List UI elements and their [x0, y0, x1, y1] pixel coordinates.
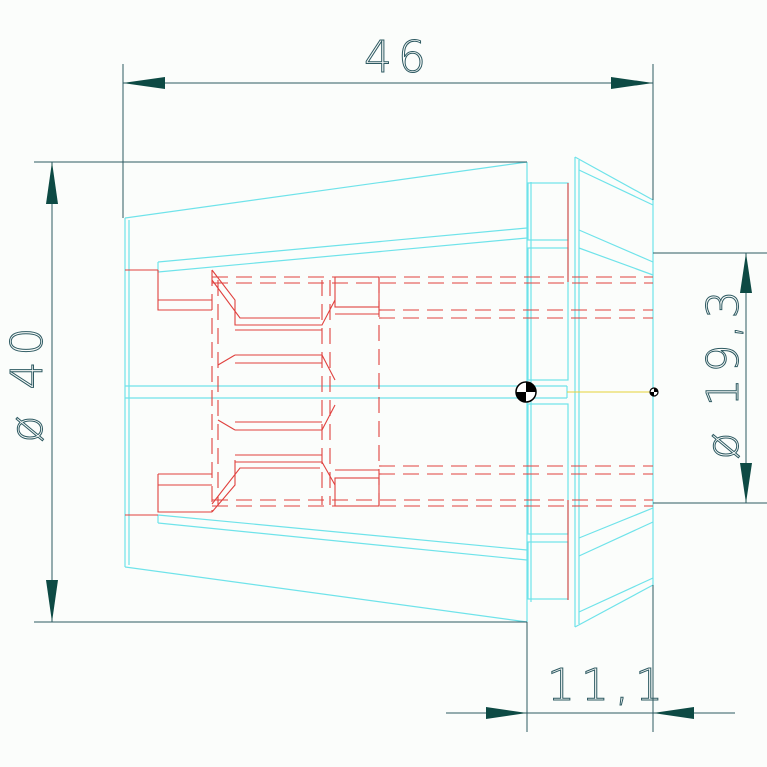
hidden-lines	[125, 183, 569, 600]
label-bore-diameter: ø 19,3	[698, 285, 749, 460]
label-overall-length: 46	[364, 32, 432, 83]
center-markers	[515, 381, 659, 403]
arrow-19-bottom	[740, 463, 752, 503]
arrow-46-right	[611, 77, 653, 89]
arrow-40-top	[46, 162, 58, 204]
arrow-19-top	[740, 253, 752, 293]
hidden-dashed-lines	[211, 270, 653, 512]
arrow-40-bottom	[46, 580, 58, 622]
center-marker-small	[649, 387, 659, 397]
outer-taper-bottom	[124, 566, 528, 623]
arrow-11-left	[486, 707, 527, 719]
center-marker-large	[515, 381, 537, 403]
dimension-labels: 46 ø 40 ø 19,3 11,1	[2, 32, 750, 712]
arrowheads	[46, 77, 752, 719]
nose-chamfer-bottom	[574, 584, 654, 628]
label-outer-diameter: ø 40	[2, 322, 53, 443]
nose-chamfer-top	[574, 156, 654, 201]
arrow-46-left	[123, 77, 165, 89]
arrow-11-right	[653, 707, 694, 719]
label-flange-length: 11,1	[547, 660, 669, 711]
outer-taper-top	[124, 161, 528, 219]
